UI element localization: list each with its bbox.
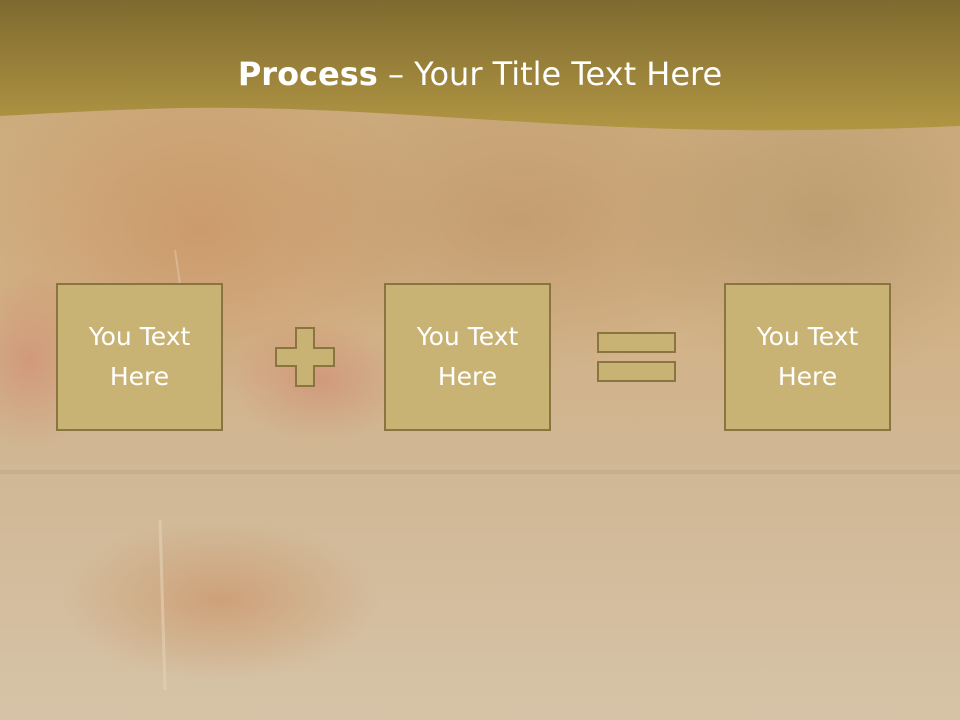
process-box-3-text: You Text Here	[738, 317, 878, 397]
process-box-2-line1: You Text	[416, 322, 519, 351]
process-box-2-line2: Here	[437, 362, 498, 391]
process-box-1[interactable]: You Text Here	[56, 283, 223, 431]
process-box-3-line2: Here	[777, 362, 838, 391]
equals-icon	[597, 332, 676, 382]
process-box-2-text: You Text Here	[398, 317, 538, 397]
slide-title: Process – Your Title Text Here	[0, 52, 960, 96]
process-box-3[interactable]: You Text Here	[724, 283, 891, 431]
title-strong: Process	[237, 55, 378, 93]
plus-icon	[275, 327, 335, 387]
title-rest: – Your Title Text Here	[377, 55, 723, 93]
process-box-2[interactable]: You Text Here	[384, 283, 551, 431]
process-box-1-line1: You Text	[88, 322, 191, 351]
process-box-1-line2: Here	[109, 362, 170, 391]
header-band	[0, 0, 960, 131]
process-box-3-line1: You Text	[756, 322, 859, 351]
process-box-1-text: You Text Here	[70, 317, 210, 397]
